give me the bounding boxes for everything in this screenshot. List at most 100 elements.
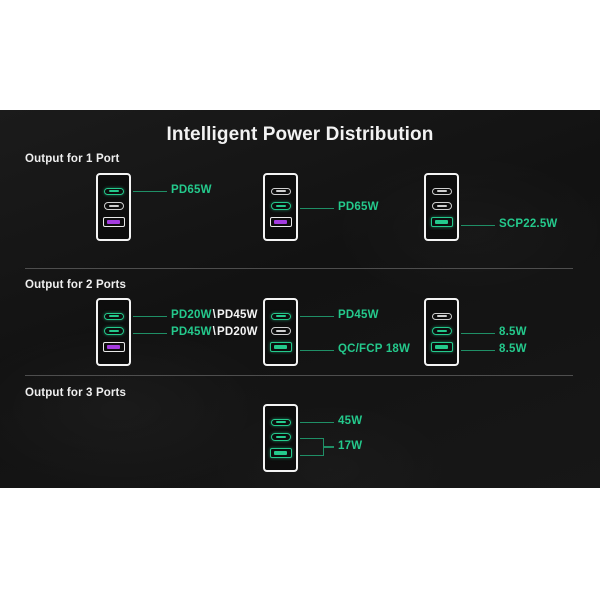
- label-value: PD45W: [171, 326, 212, 338]
- port-indicator: [435, 219, 448, 224]
- port-stack: [426, 300, 457, 364]
- label-value: 8.5W: [499, 343, 527, 355]
- usb-a-port-active[interactable]: [269, 447, 292, 458]
- label-value: QC/FCP 18W: [338, 343, 411, 355]
- label-separator: \: [212, 326, 217, 338]
- port-stack: [265, 406, 296, 470]
- port-stack: [98, 175, 129, 239]
- port-indicator: [107, 219, 120, 224]
- port-indicator: [275, 190, 286, 193]
- port-stack: [265, 300, 296, 364]
- label-value: PD65W: [338, 201, 379, 213]
- port-indicator: [436, 315, 447, 318]
- label-r3c1-shared: 17W: [338, 440, 362, 453]
- label-separator: \: [212, 309, 217, 321]
- usb-c-port-top-active[interactable]: [270, 312, 291, 320]
- label-r2c3-port3: 8.5W: [499, 343, 527, 356]
- port-stack: [98, 300, 129, 364]
- label-value: 45W: [338, 415, 363, 427]
- usb-c-port-top[interactable]: [431, 312, 452, 320]
- usb-c-port-mid-active[interactable]: [431, 327, 452, 335]
- section-divider-1: [25, 268, 573, 269]
- leader-line-r2c2-usba: [300, 349, 334, 351]
- charger-r2-c1[interactable]: [96, 298, 131, 366]
- leader-line-r1c3-usba: [461, 224, 495, 226]
- power-distribution-panel: Intelligent Power Distribution Output fo…: [0, 110, 600, 488]
- usb-c-port-mid-active[interactable]: [103, 327, 124, 335]
- port-indicator: [275, 421, 286, 424]
- bracket-stem: [322, 446, 334, 448]
- leader-line-r2c1-top: [133, 315, 167, 317]
- label-r1c1-port1: PD65W: [171, 184, 212, 197]
- label-r1c3-port3: SCP22.5W: [499, 218, 558, 231]
- port-indicator: [275, 329, 286, 332]
- usb-c-port-top-active[interactable]: [103, 187, 124, 195]
- page-title: Intelligent Power Distribution: [166, 124, 434, 145]
- port-indicator: [274, 219, 287, 224]
- charger-r2-c3[interactable]: [424, 298, 459, 366]
- usb-a-port-active[interactable]: [430, 341, 453, 352]
- label-value: SCP22.5W: [499, 218, 558, 230]
- section-label-3-ports: Output for 3 Ports: [25, 387, 127, 399]
- label-value: PD20W: [171, 309, 212, 321]
- usb-a-port-active[interactable]: [430, 216, 453, 227]
- port-indicator: [275, 435, 286, 438]
- label-r2c2-port3: QC/FCP 18W: [338, 343, 411, 356]
- port-indicator: [436, 329, 447, 332]
- usb-c-port-top[interactable]: [431, 187, 452, 195]
- usb-c-port-mid[interactable]: [103, 202, 124, 210]
- port-indicator: [108, 329, 119, 332]
- usb-c-port-mid-active[interactable]: [270, 433, 291, 441]
- label-value: 8.5W: [499, 326, 527, 338]
- usb-c-port-mid-active[interactable]: [270, 202, 291, 210]
- label-alt-value: PD20W: [217, 326, 258, 338]
- usb-a-port[interactable]: [102, 216, 125, 227]
- bracket-arm-bottom: [300, 454, 324, 456]
- usb-c-port-top-active[interactable]: [103, 312, 124, 320]
- usb-a-port[interactable]: [269, 216, 292, 227]
- usb-c-port-top-active[interactable]: [270, 418, 291, 426]
- leader-line-r2c2-top: [300, 315, 334, 317]
- charger-r1-c2[interactable]: [263, 173, 298, 241]
- leader-line-r2c1-mid: [133, 332, 167, 334]
- port-indicator: [275, 315, 286, 318]
- leader-line-r1c1-top: [133, 190, 167, 192]
- label-r3c1-port1: 45W: [338, 415, 363, 428]
- usb-a-port-active[interactable]: [269, 341, 292, 352]
- port-indicator: [435, 344, 448, 349]
- port-indicator: [108, 190, 119, 193]
- leader-line-r3c1-top: [300, 421, 334, 423]
- usb-c-port-top[interactable]: [270, 187, 291, 195]
- label-r1c2-port2: PD65W: [338, 201, 379, 214]
- charger-r3-c1[interactable]: [263, 404, 298, 472]
- charger-r2-c2[interactable]: [263, 298, 298, 366]
- port-indicator: [108, 315, 119, 318]
- bracket-r3c1-shared: [300, 438, 334, 456]
- usb-c-port-mid[interactable]: [270, 327, 291, 335]
- label-r2c1-port2: PD45W\PD20W: [171, 326, 258, 339]
- port-indicator: [108, 204, 119, 207]
- label-r2c1-port1: PD20W\PD45W: [171, 309, 258, 322]
- leader-line-r1c2-mid: [300, 207, 334, 209]
- port-indicator: [436, 190, 447, 193]
- usb-c-port-mid[interactable]: [431, 202, 452, 210]
- bracket-arm-top: [300, 438, 324, 440]
- label-alt-value: PD45W: [217, 309, 258, 321]
- port-indicator: [436, 204, 447, 207]
- port-indicator: [275, 204, 286, 207]
- label-value: PD45W: [338, 309, 379, 321]
- port-stack: [426, 175, 457, 239]
- port-indicator: [274, 450, 287, 455]
- label-value: PD65W: [171, 184, 212, 196]
- label-r2c2-port1: PD45W: [338, 309, 379, 322]
- port-indicator: [274, 344, 287, 349]
- leader-line-r2c3-mid: [461, 332, 495, 334]
- charger-r1-c3[interactable]: [424, 173, 459, 241]
- section-divider-2: [25, 375, 573, 376]
- usb-a-port[interactable]: [102, 341, 125, 352]
- label-r2c3-port2: 8.5W: [499, 326, 527, 339]
- charger-r1-c1[interactable]: [96, 173, 131, 241]
- section-label-2-ports: Output for 2 Ports: [25, 279, 127, 291]
- leader-line-r2c3-usba: [461, 349, 495, 351]
